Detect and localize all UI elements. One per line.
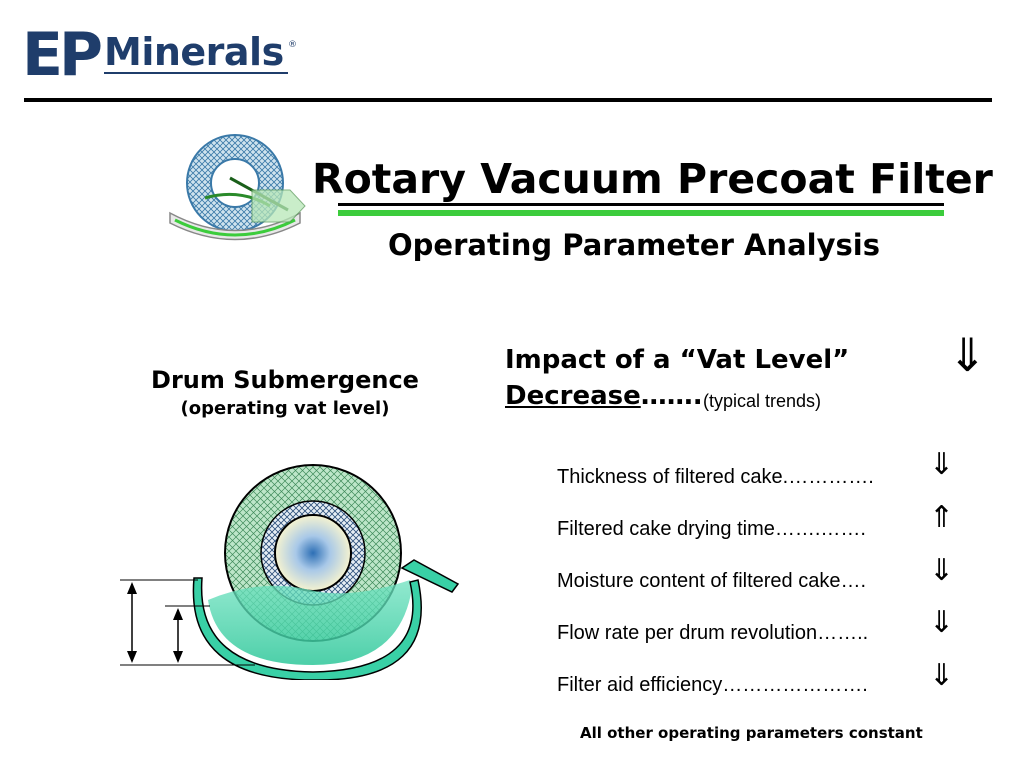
parameter-label: Filter aid efficiency………………….: [557, 674, 868, 696]
impact-heading-decrease: Decrease: [505, 381, 641, 411]
title-underline-black: [338, 203, 944, 206]
logo-underline: [104, 72, 288, 74]
down-arrow-icon: ⇓: [929, 447, 955, 482]
logo-registered-mark: ®: [288, 40, 297, 50]
down-arrow-icon: ⇓: [929, 605, 955, 640]
impact-heading-line1: Impact of a “Vat Level”: [505, 345, 850, 375]
header-divider: [24, 98, 992, 102]
page-subtitle: Operating Parameter Analysis: [388, 228, 880, 262]
drum-submergence-heading: Drum Submergence: [151, 366, 419, 394]
parameter-label: Thickness of filtered cake.………….: [557, 466, 874, 488]
parameter-label: Moisture content of filtered cake….: [557, 570, 867, 592]
parameter-label: Filtered cake drying time…….…….: [557, 518, 866, 540]
scraper-blade: [400, 559, 460, 593]
rotary-filter-icon: [169, 134, 306, 241]
down-arrow-icon: ⇓: [929, 658, 955, 693]
parameter-label: Flow rate per drum revolution……..: [557, 622, 869, 644]
page-title: Rotary Vacuum Precoat Filter: [312, 155, 993, 203]
drum-core: [274, 514, 352, 592]
logo-wordmark: Minerals: [104, 30, 284, 74]
impact-heading-line2: Decrease…….: [505, 381, 703, 411]
up-arrow-icon: ⇑: [929, 500, 955, 535]
title-underline-green: [338, 210, 944, 216]
footnote: All other operating parameters constant: [580, 724, 923, 742]
typical-trends-note: (typical trends): [703, 391, 822, 411]
impact-heading-dots: …….: [640, 381, 703, 411]
drum-submergence-subheading: (operating vat level): [180, 398, 390, 419]
overall-down-arrow-icon: ⇓: [948, 328, 987, 382]
down-arrow-icon: ⇓: [929, 553, 955, 588]
drum-submergence-diagram: [120, 464, 460, 680]
logo-mark: EP: [22, 20, 103, 90]
vat-slurry: [208, 580, 412, 665]
